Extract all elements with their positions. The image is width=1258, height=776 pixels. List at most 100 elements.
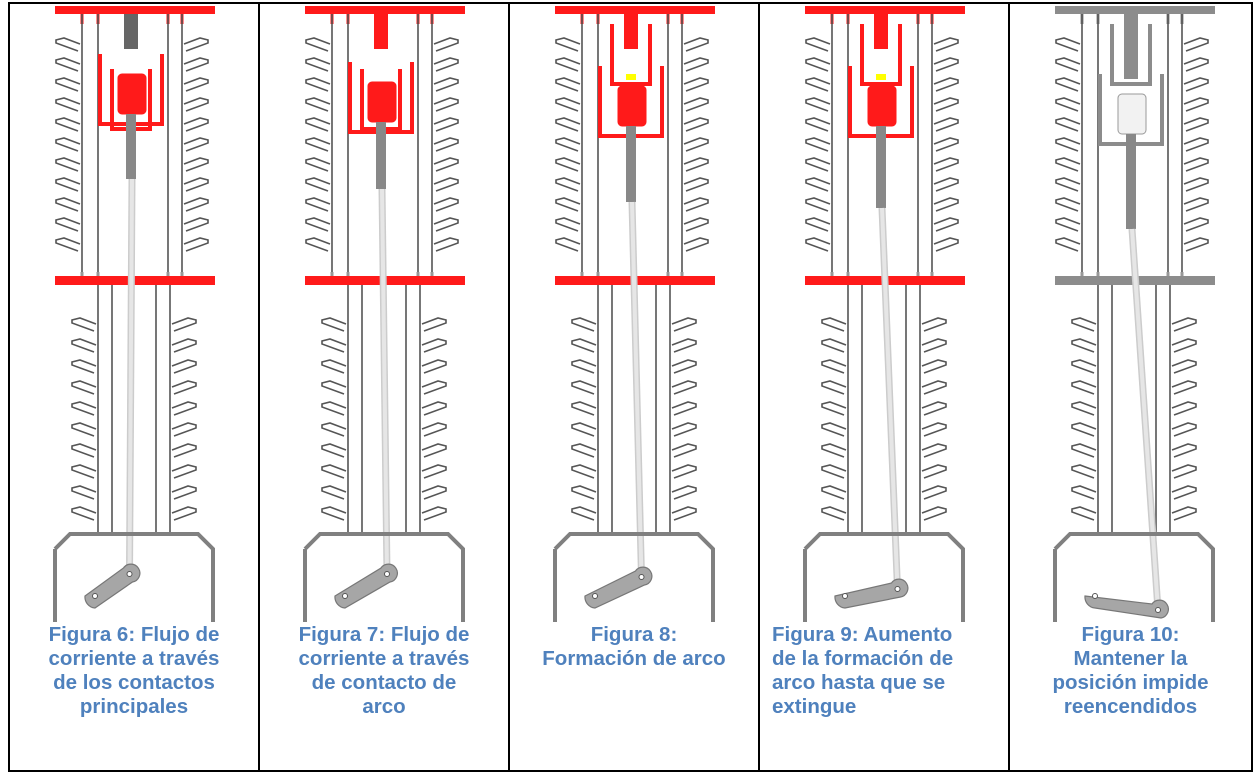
panel-figura-9: Figura 9: Aumento de la formación de arc… xyxy=(760,4,1010,770)
crank-arm xyxy=(834,578,909,609)
main-contact-cup xyxy=(860,24,902,86)
lower-insulator-walls xyxy=(597,285,671,534)
main-contact-cup xyxy=(610,24,652,86)
upper-left-sheds xyxy=(555,37,581,252)
fixed-arcing-contact xyxy=(624,14,638,49)
fixed-arcing-contact xyxy=(874,14,888,49)
mid-clamp xyxy=(580,272,684,276)
mechanism-housing xyxy=(303,532,465,622)
contact-stem xyxy=(876,126,886,208)
crank-arm xyxy=(334,563,398,609)
mid-plate xyxy=(55,276,215,285)
fixed-arcing-contact xyxy=(124,14,138,49)
lower-right-sheds xyxy=(671,317,697,521)
breaker-diagram-10 xyxy=(1053,6,1215,622)
mid-clamp xyxy=(830,272,934,276)
top-plate xyxy=(55,6,215,14)
panel-figura-8: Figura 8: Formación de arco xyxy=(510,4,760,770)
breaker-diagram-9 xyxy=(803,6,965,622)
fixed-arcing-contact xyxy=(1124,14,1138,79)
caption-figura-9: Figura 9: Aumento de la formación de arc… xyxy=(772,623,954,718)
lower-left-sheds xyxy=(1071,317,1097,521)
lower-right-sheds xyxy=(421,317,447,521)
crank-pivot xyxy=(92,593,98,599)
crank-arm xyxy=(84,563,141,609)
mid-clamp xyxy=(330,272,434,276)
crank-pin xyxy=(894,586,901,592)
lower-left-sheds xyxy=(571,317,597,521)
crank-pivot xyxy=(1092,593,1098,599)
crank-pin xyxy=(638,574,645,580)
moving-contact xyxy=(117,73,147,115)
breaker-diagram-6 xyxy=(53,6,215,622)
crank-pivot xyxy=(592,593,598,599)
mechanism-housing xyxy=(1053,532,1215,622)
operating-rod-core xyxy=(880,207,900,590)
upper-left-sheds xyxy=(55,37,81,252)
top-plate xyxy=(1055,6,1215,14)
crank-pin xyxy=(126,571,133,577)
lower-insulator-walls xyxy=(1097,285,1171,534)
top-plate xyxy=(805,6,965,14)
crank-arm xyxy=(584,566,653,609)
lower-left-sheds xyxy=(71,317,97,521)
crank-pin xyxy=(384,571,390,577)
operating-rod-core xyxy=(630,201,644,578)
panel-figura-6: Figura 6: Flujo de corriente a través de… xyxy=(10,4,260,770)
upper-right-sheds xyxy=(933,37,959,252)
moving-contact xyxy=(1117,93,1147,135)
panel-figura-10: Figura 10: Mantener la posición impide r… xyxy=(1010,4,1251,770)
mechanism-housing xyxy=(553,532,715,622)
contact-stem xyxy=(376,122,386,189)
lower-insulator-walls xyxy=(347,285,421,534)
moving-contact xyxy=(867,85,897,127)
panel-figura-7: Figura 7: Flujo de corriente a través de… xyxy=(260,4,510,770)
lower-insulator-walls xyxy=(847,285,921,534)
mechanism-housing xyxy=(53,532,215,622)
lower-left-sheds xyxy=(821,317,847,521)
lower-right-sheds xyxy=(921,317,947,521)
caption-figura-6: Figura 6: Flujo de corriente a través de… xyxy=(48,623,220,718)
breaker-diagram-8 xyxy=(553,6,715,622)
arc-glow xyxy=(626,74,636,80)
main-contact-cup xyxy=(1110,24,1152,86)
lower-left-sheds xyxy=(321,317,347,521)
upper-chamber-walls xyxy=(81,14,183,274)
mechanism-housing xyxy=(803,532,965,622)
moving-contact xyxy=(367,81,397,123)
contact-stem xyxy=(626,126,636,202)
caption-figura-8: Figura 8: Formación de arco xyxy=(542,623,726,670)
moving-contact xyxy=(617,85,647,127)
contact-stem xyxy=(1126,134,1136,229)
upper-left-sheds xyxy=(1055,37,1081,252)
operating-rod-core xyxy=(127,178,134,575)
upper-right-sheds xyxy=(433,37,459,252)
lower-right-sheds xyxy=(1171,317,1197,521)
upper-right-sheds xyxy=(1183,37,1209,252)
contact-stem xyxy=(126,114,136,179)
crank-pin xyxy=(1155,607,1161,613)
breaker-diagram-7 xyxy=(303,6,465,622)
lower-right-sheds xyxy=(171,317,197,521)
caption-figura-7: Figura 7: Flujo de corriente a través de… xyxy=(298,623,470,718)
crank-pivot xyxy=(342,593,348,599)
mid-clamp xyxy=(1080,272,1184,276)
upper-left-sheds xyxy=(805,37,831,252)
lower-insulator-walls xyxy=(97,285,171,534)
top-plate xyxy=(555,6,715,14)
upper-left-sheds xyxy=(305,37,331,252)
operating-rod-core xyxy=(380,188,389,575)
caption-figura-10: Figura 10: Mantener la posición impide r… xyxy=(1052,623,1209,718)
arc-glow xyxy=(876,74,886,80)
upper-chamber-walls xyxy=(581,14,683,274)
upper-chamber-walls xyxy=(331,14,433,274)
fixed-arcing-contact xyxy=(374,14,388,49)
upper-chamber-walls xyxy=(831,14,933,274)
top-plate xyxy=(305,6,465,14)
crank-pivot xyxy=(842,593,848,599)
upper-right-sheds xyxy=(183,37,209,252)
crank-arm xyxy=(1084,595,1169,619)
figure-table: Figura 6: Flujo de corriente a través de… xyxy=(8,2,1253,772)
upper-right-sheds xyxy=(683,37,709,252)
operating-rod-core xyxy=(1130,228,1160,611)
